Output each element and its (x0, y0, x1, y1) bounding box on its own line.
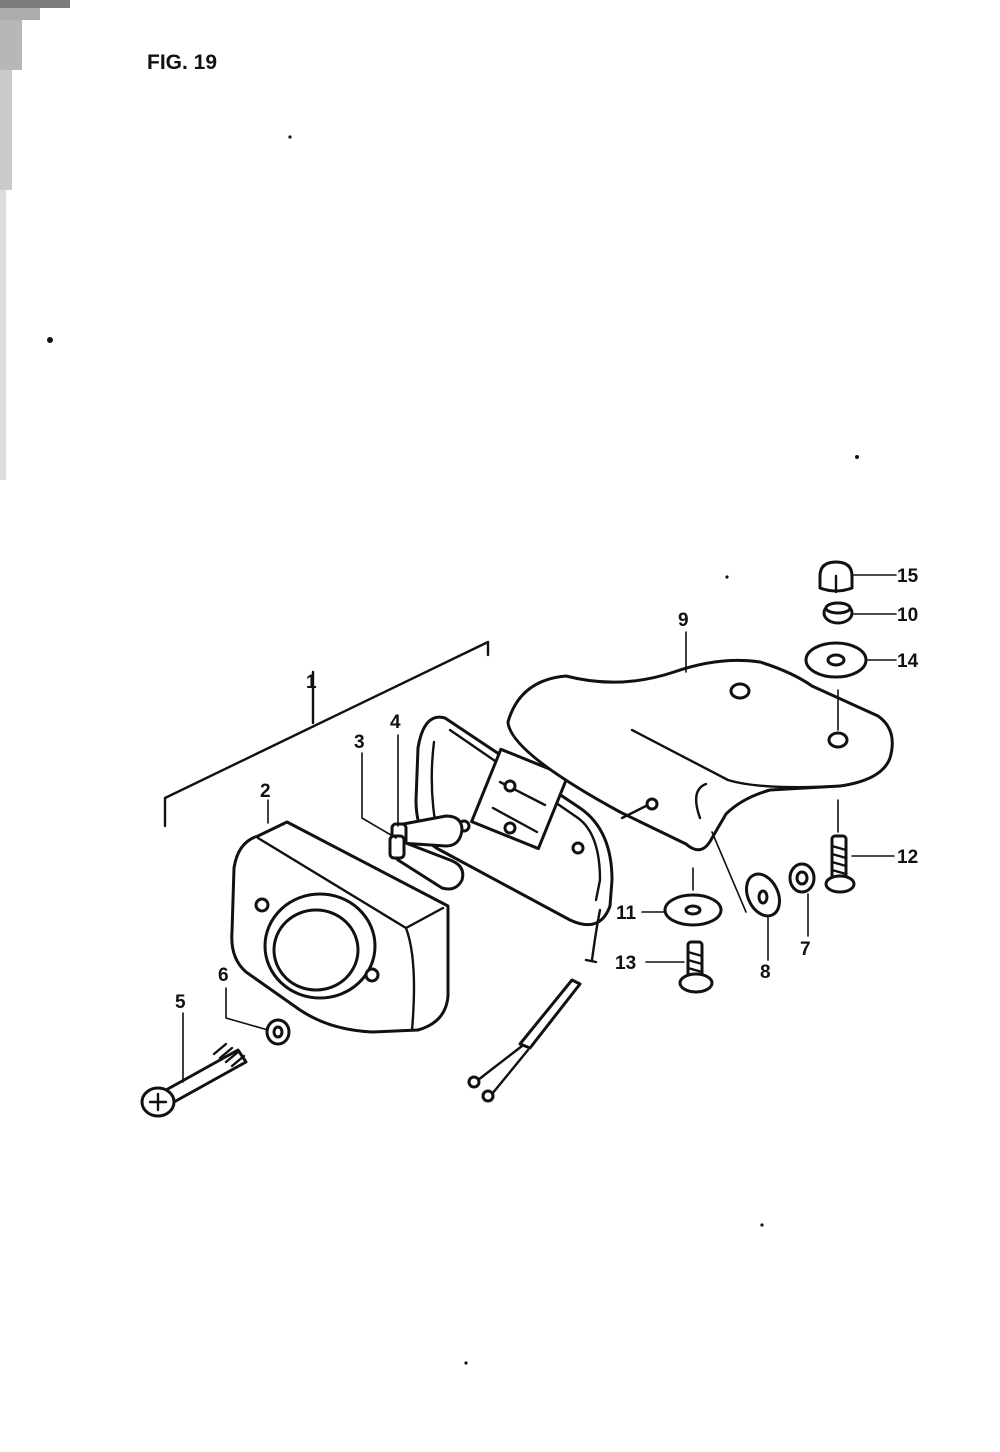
leader-6 (225, 987, 269, 1031)
screw-12 (824, 834, 856, 894)
callout-4: 4 (390, 712, 401, 733)
callout-9: 9 (678, 610, 689, 631)
callout-1: 1 (306, 672, 317, 693)
callout-8: 8 (760, 962, 771, 983)
callout-15: 15 (897, 566, 919, 587)
lens-cover (230, 820, 450, 1034)
scan-noise (0, 0, 859, 1365)
washer-11 (663, 893, 723, 927)
assembly-bracket (163, 640, 490, 828)
callout-5: 5 (175, 992, 186, 1013)
callout-13: 13 (615, 953, 636, 974)
washer-large (804, 641, 868, 679)
callout-12: 12 (897, 847, 918, 868)
callout-6: 6 (218, 965, 229, 986)
cap-nut (818, 560, 854, 594)
screw-long (140, 1042, 248, 1118)
callout-7: 7 (800, 939, 811, 960)
figure-title: FIG. 19 (147, 51, 217, 74)
mounting-bracket (506, 658, 894, 852)
washer-small (265, 1018, 291, 1046)
bulb-lower (388, 834, 465, 891)
collar (822, 601, 854, 625)
callout-11: 11 (616, 903, 637, 924)
callout-2: 2 (260, 781, 271, 802)
washer-8 (745, 872, 781, 918)
leader-3 (361, 752, 397, 839)
callout-3: 3 (354, 732, 365, 753)
screw-13 (678, 940, 714, 994)
assembly-axis-8 (711, 831, 747, 913)
callout-14: 14 (897, 651, 919, 672)
callout-10: 10 (897, 605, 918, 626)
nut-7 (788, 862, 816, 894)
